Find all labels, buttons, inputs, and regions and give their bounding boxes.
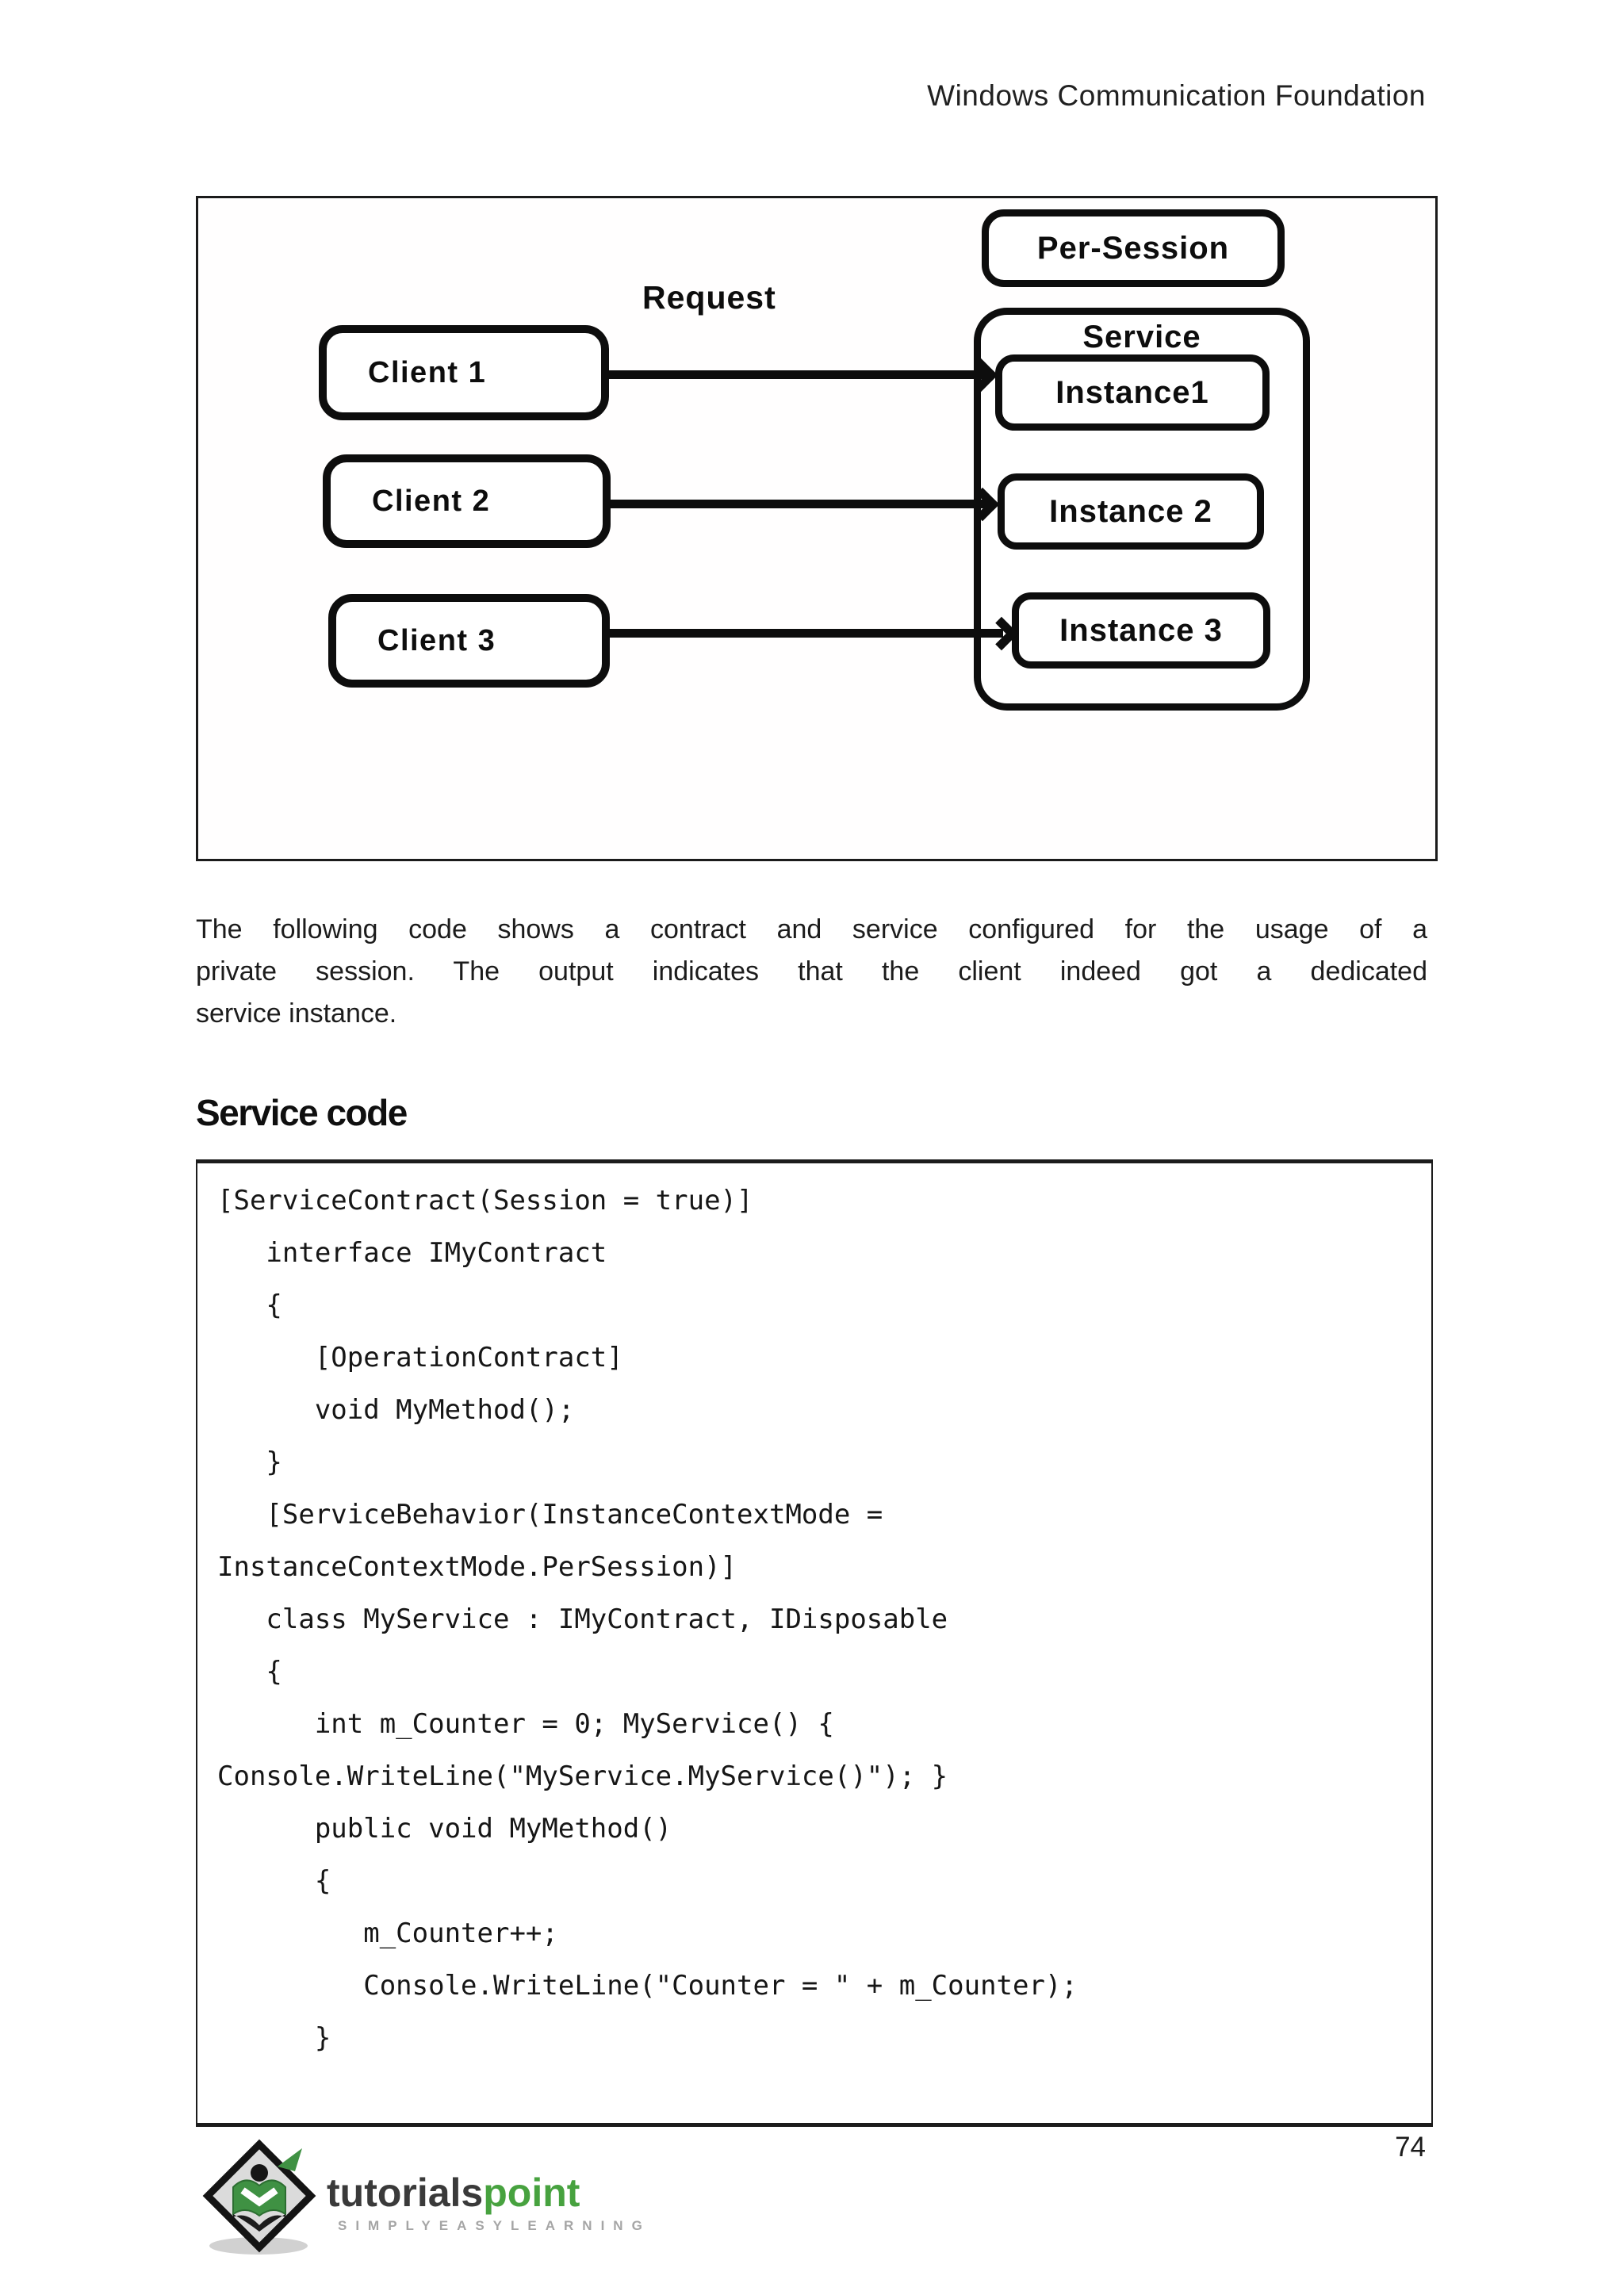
- tutorialspoint-logo: tutorialspoint SIMPLYEASYLEARNING: [201, 2138, 804, 2281]
- code-line: }: [217, 2022, 331, 2054]
- logo-text-accent: point: [483, 2170, 580, 2215]
- code-line: int m_Counter = 0; MyService() {: [217, 1708, 834, 1740]
- code-line: [ServiceContract(Session = true)]: [217, 1185, 753, 1216]
- code-line: public void MyMethod(): [217, 1813, 672, 1845]
- request-arrow-line-3: [605, 629, 1003, 638]
- request-arrow-line-2: [606, 500, 988, 508]
- client-3-label: Client 3: [377, 623, 496, 657]
- code-line: Console.WriteLine("MyService.MyService()…: [217, 1761, 948, 1792]
- request-label: Request: [642, 279, 776, 316]
- code-line: {: [217, 1865, 331, 1897]
- instance-3-box: Instance 3: [1012, 592, 1270, 669]
- paragraph-line: private session. The output indicates th…: [196, 956, 1427, 987]
- per-session-diagram: Per-Session Request Service Instance1 In…: [196, 196, 1438, 861]
- code-line: class MyService : IMyContract, IDisposab…: [217, 1603, 948, 1635]
- instance-1-label: Instance1: [1055, 374, 1209, 410]
- section-heading: Service code: [196, 1092, 408, 1133]
- logo-text-dark: tutorials: [327, 2170, 484, 2215]
- code-line: {: [217, 1656, 282, 1688]
- code-block: [ServiceContract(Session = true)] interf…: [196, 1159, 1433, 2127]
- code-line: [ServiceBehavior(InstanceContextMode =: [217, 1499, 883, 1531]
- code-line: [OperationContract]: [217, 1342, 623, 1374]
- header-title: Windows Communication Foundation: [927, 79, 1426, 112]
- paragraph-line: The following code shows a contract and …: [196, 914, 1427, 944]
- client-1-box: Client 1: [319, 325, 609, 420]
- code-line: void MyMethod();: [217, 1394, 575, 1426]
- client-1-label: Client 1: [368, 355, 487, 389]
- client-2-box: Client 2: [323, 454, 611, 548]
- tutorialspoint-emblem-icon: [202, 2139, 316, 2255]
- instance-1-box: Instance1: [995, 354, 1270, 431]
- page-number: 74: [1395, 2132, 1426, 2163]
- client-3-box: Client 3: [328, 594, 610, 688]
- instance-3-label: Instance 3: [1059, 612, 1223, 648]
- request-arrow-line-1: [604, 370, 986, 379]
- code-line: m_Counter++;: [217, 1918, 558, 1949]
- logo-tagline: SIMPLYEASYLEARNING: [338, 2218, 651, 2233]
- code-line: {: [217, 1289, 282, 1321]
- code-line: interface IMyContract: [217, 1237, 607, 1269]
- instance-2-box: Instance 2: [998, 473, 1264, 550]
- paragraph-line: service instance.: [196, 998, 397, 1029]
- per-session-box: Per-Session: [982, 209, 1285, 287]
- code-line: }: [217, 1446, 282, 1478]
- instance-2-label: Instance 2: [1049, 493, 1212, 529]
- per-session-label: Per-Session: [1036, 230, 1230, 266]
- service-label: Service: [1082, 320, 1201, 354]
- client-2-label: Client 2: [372, 484, 491, 518]
- code-line: Console.WriteLine("Counter = " + m_Count…: [217, 1970, 1078, 2002]
- code-line: InstanceContextMode.PerSession)]: [217, 1551, 737, 1583]
- logo-wordmark: tutorialspoint: [327, 2170, 580, 2216]
- body-paragraph: The following code shows a contract and …: [196, 909, 1427, 1035]
